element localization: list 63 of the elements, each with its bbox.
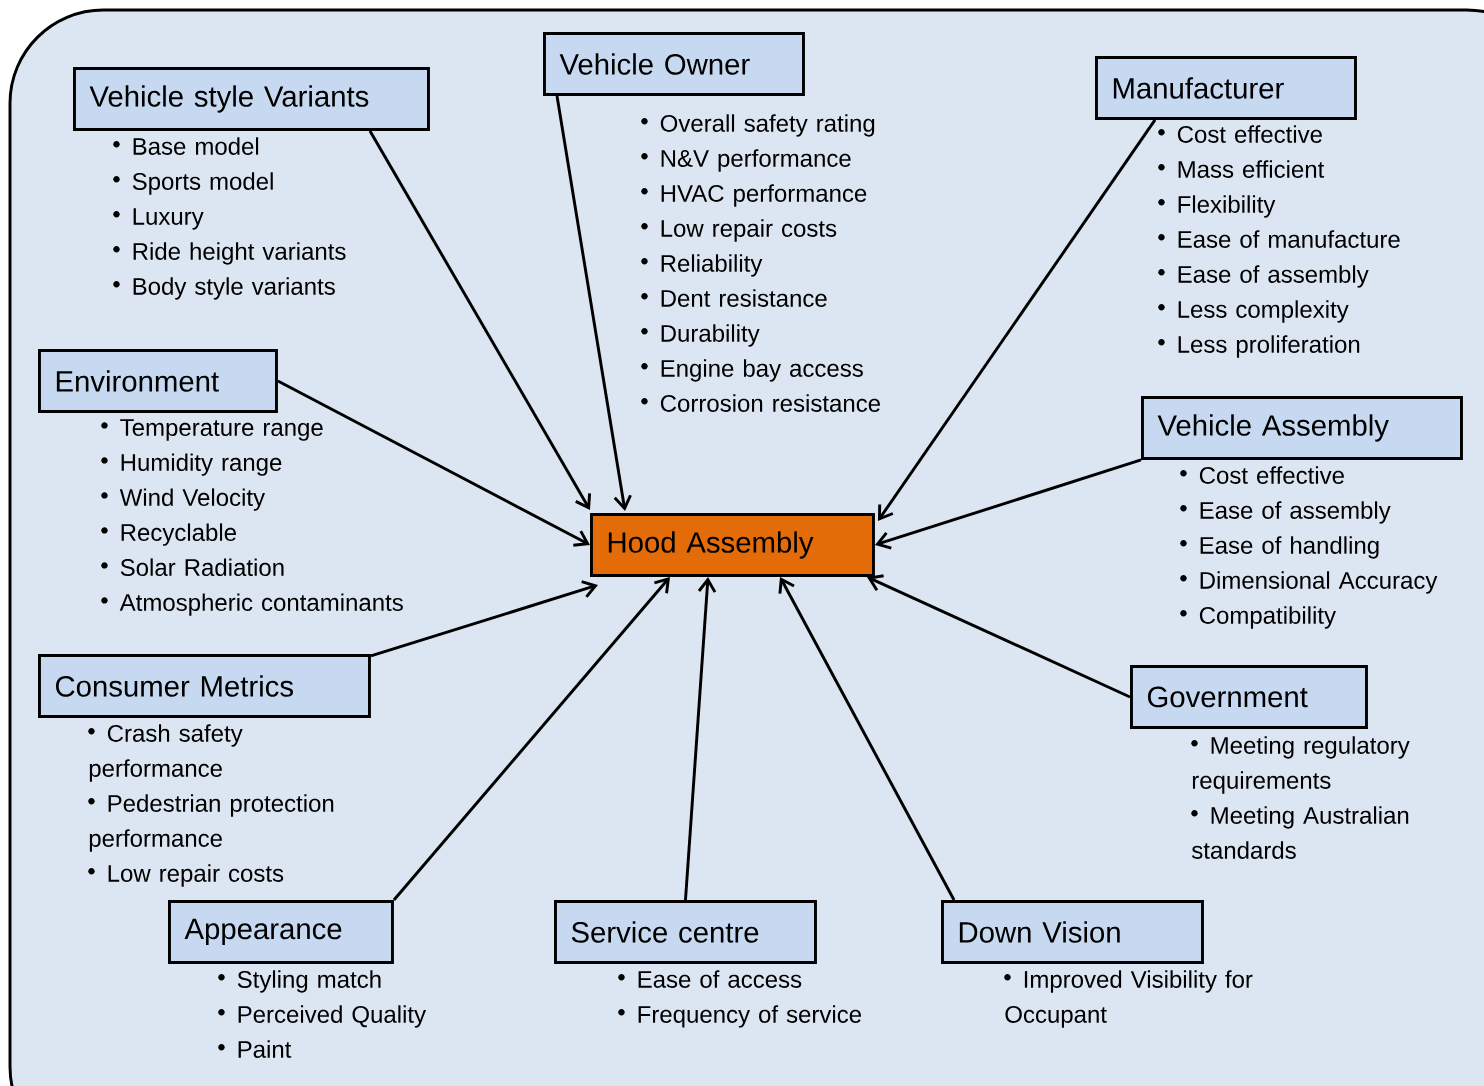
list-item: Body style variants bbox=[113, 277, 335, 300]
arrow bbox=[392, 576, 670, 901]
list-item: N&V performance bbox=[641, 149, 851, 172]
list-item: Ease of assembly bbox=[1180, 501, 1391, 524]
stakeholder-box: Consumer Metrics bbox=[38, 654, 371, 718]
list-item: Flexibility bbox=[1158, 195, 1276, 218]
list-item: Less complexity bbox=[1158, 300, 1349, 323]
stakeholder-box: Service centre bbox=[554, 900, 817, 964]
central-box: Hood Assembly bbox=[590, 513, 875, 577]
arrow bbox=[555, 95, 632, 511]
list-item: Atmospheric contaminants bbox=[101, 593, 403, 616]
list-item: Ease of manufacture bbox=[1158, 230, 1400, 248]
arrow bbox=[368, 130, 592, 510]
list-item: Ease of access bbox=[618, 970, 802, 988]
list-item: Meeting regulatory requirements bbox=[1191, 736, 1410, 794]
list-item: Temperature range bbox=[101, 419, 323, 441]
list-item: Styling match bbox=[218, 970, 381, 993]
list-item: Dimensional Accuracy bbox=[1180, 571, 1438, 594]
list-item: Frequency of service bbox=[618, 1005, 861, 1028]
list-item: Crash safety performance bbox=[88, 724, 243, 782]
list-item: Paint bbox=[218, 1040, 292, 1058]
list-item: Humidity range bbox=[101, 453, 282, 476]
list-item: Ease of assembly bbox=[1158, 265, 1369, 288]
list-item: Low repair costs bbox=[641, 219, 837, 242]
list-item: Sports model bbox=[113, 172, 273, 195]
list-item: Overall safety rating bbox=[641, 114, 875, 137]
stakeholder-box: Environment bbox=[38, 349, 278, 413]
stakeholder-box: Appearance bbox=[168, 900, 394, 964]
stakeholder-box: Vehicle style Variants bbox=[73, 67, 430, 131]
list-item: Low repair costs bbox=[88, 864, 284, 887]
list-item: Ease of handling bbox=[1180, 536, 1379, 559]
list-item: Pedestrian protection performance bbox=[88, 794, 334, 852]
arrow bbox=[370, 580, 598, 658]
list-item: Cost effective bbox=[1180, 466, 1344, 484]
list-item: Less proliferation bbox=[1158, 335, 1360, 358]
list-item: Compatibility bbox=[1180, 606, 1336, 629]
list-item: Reliability bbox=[641, 254, 763, 277]
list-item: Dent resistance bbox=[641, 289, 827, 307]
list-item: HVAC performance bbox=[641, 184, 867, 207]
arrow bbox=[778, 576, 956, 901]
list-item: Improved Visibility for Occupant bbox=[1004, 970, 1253, 1028]
list-item: Luxury bbox=[113, 208, 204, 230]
list-item: Durability bbox=[641, 324, 760, 347]
list-item: Engine bay access bbox=[641, 359, 863, 382]
list-item: Base model bbox=[113, 137, 259, 155]
stakeholder-box: Vehicle Assembly bbox=[1141, 396, 1463, 460]
list-item: Recyclable bbox=[101, 523, 236, 546]
list-item: Cost effective bbox=[1158, 125, 1322, 143]
stakeholder-box: Vehicle Owner bbox=[543, 32, 805, 96]
list-item: Wind Velocity bbox=[101, 488, 265, 511]
arrow bbox=[866, 574, 1131, 699]
stakeholder-box: Down Vision bbox=[941, 900, 1204, 964]
list-item: Mass efficient bbox=[1158, 160, 1325, 178]
arrow bbox=[684, 576, 717, 901]
arrow bbox=[874, 458, 1142, 550]
list-item: Meeting Australian standards bbox=[1191, 806, 1409, 859]
list-item: Ride height variants bbox=[113, 242, 346, 265]
list-item: Corrosion resistance bbox=[641, 394, 880, 412]
list-item: Solar Radiation bbox=[101, 558, 284, 576]
stakeholder-box: Government bbox=[1130, 665, 1368, 729]
list-item: Perceived Quality bbox=[218, 1005, 426, 1028]
arrow bbox=[277, 379, 590, 547]
stakeholder-box: Manufacturer bbox=[1095, 56, 1357, 120]
